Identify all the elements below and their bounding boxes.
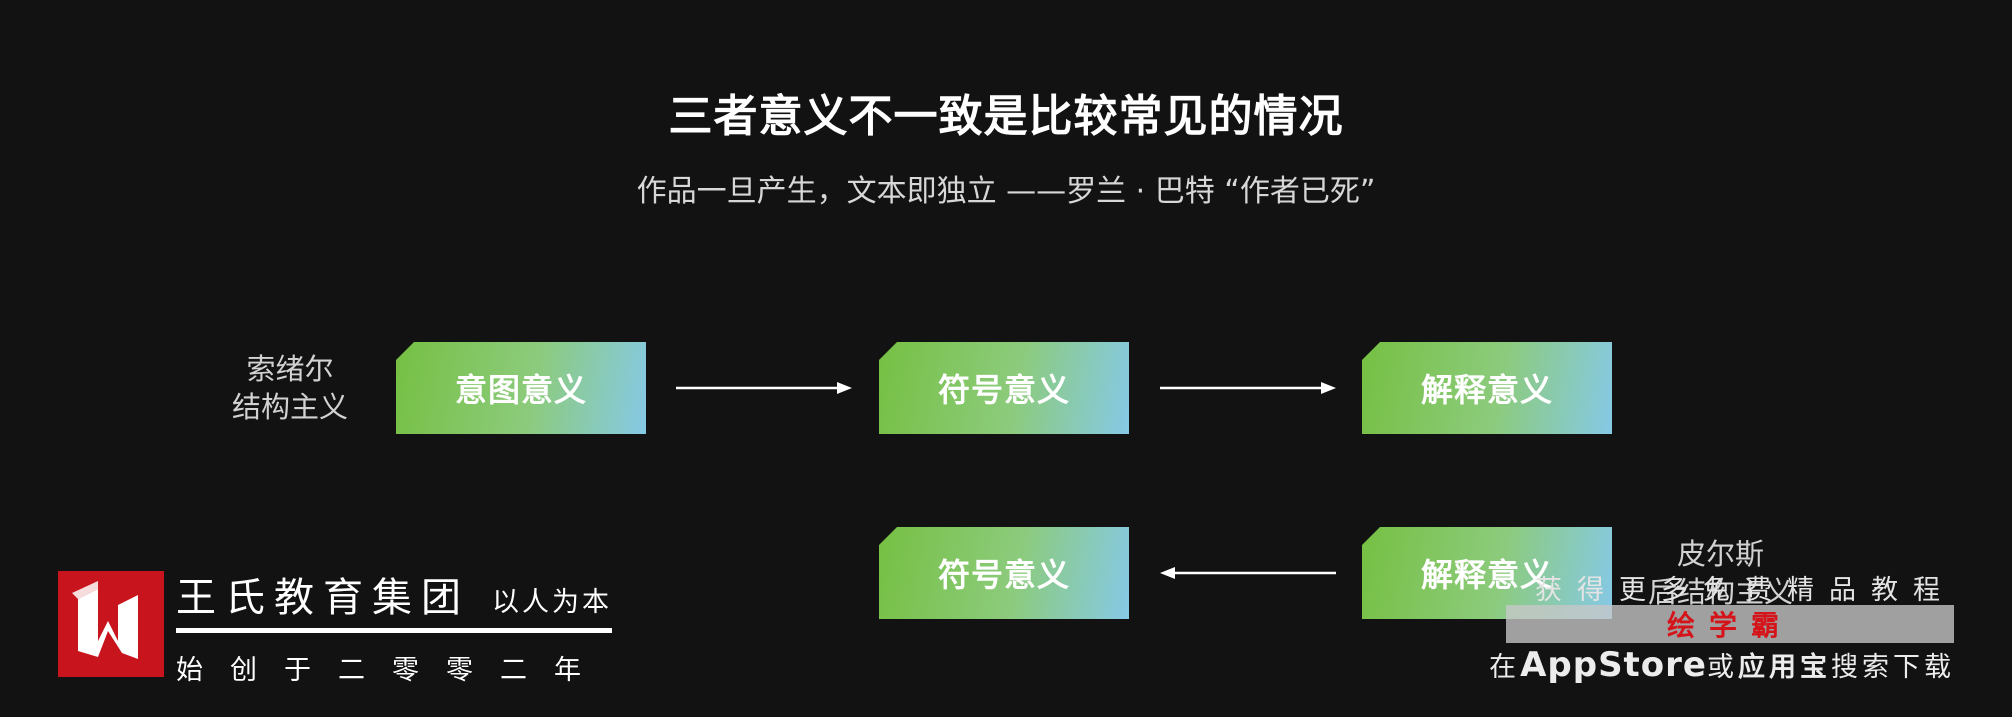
watermark-appstore: AppStore — [1520, 645, 1707, 685]
label-saussure: 索绪尔 结构主义 — [232, 350, 348, 426]
watermark-prefix: 在 — [1489, 652, 1521, 683]
label-saussure-name: 索绪尔 — [246, 352, 334, 386]
label-saussure-school: 结构主义 — [232, 390, 349, 424]
watermark-suffix: 搜索下载 — [1831, 652, 1955, 683]
watermark-yingyongbao: 应用宝 — [1738, 652, 1831, 683]
watermark-or: 或 — [1707, 652, 1738, 683]
watermark-brand: 绘学霸 — [1666, 609, 1793, 642]
slide-title: 三者意义不一致是比较常见的情况 — [668, 91, 1344, 142]
box-intent-meaning: 意图意义 — [396, 342, 646, 434]
logo-founded: 始创于二零零二年 — [176, 655, 608, 686]
logo-company-name: 王氏教育集团 — [176, 575, 470, 621]
slide-subtitle: 作品一旦产生，文本即独立 ——罗兰 · 巴特 “作者已死” — [636, 174, 1376, 209]
box-symbol-meaning: 符号意义 — [879, 342, 1129, 434]
logo-motto: 以人为本 — [492, 587, 612, 618]
box-symbol-meaning-2: 符号意义 — [879, 527, 1129, 619]
logo-divider — [176, 628, 612, 633]
label-peirce: 皮尔斯 后结构主义 — [1648, 535, 1793, 611]
box-interpretation-meaning: 解释意义 — [1362, 342, 1612, 434]
arrow-right-1 — [676, 382, 852, 394]
watermark-download-text: 在AppStore或应用宝搜索下载 — [1489, 645, 1955, 685]
watermark-brand-bar: 绘学霸 — [1506, 605, 1954, 643]
logo-w-icon — [58, 571, 164, 677]
label-peirce-name: 皮尔斯 — [1677, 537, 1765, 571]
arrow-left — [1160, 567, 1336, 579]
arrow-right-2 — [1160, 382, 1336, 394]
label-peirce-school: 后结构主义 — [1648, 575, 1794, 609]
watermark-promo-text: 获得更多免费精品教程 — [1535, 575, 1955, 606]
box-interpretation-meaning-2: 解释意义 — [1362, 527, 1612, 619]
